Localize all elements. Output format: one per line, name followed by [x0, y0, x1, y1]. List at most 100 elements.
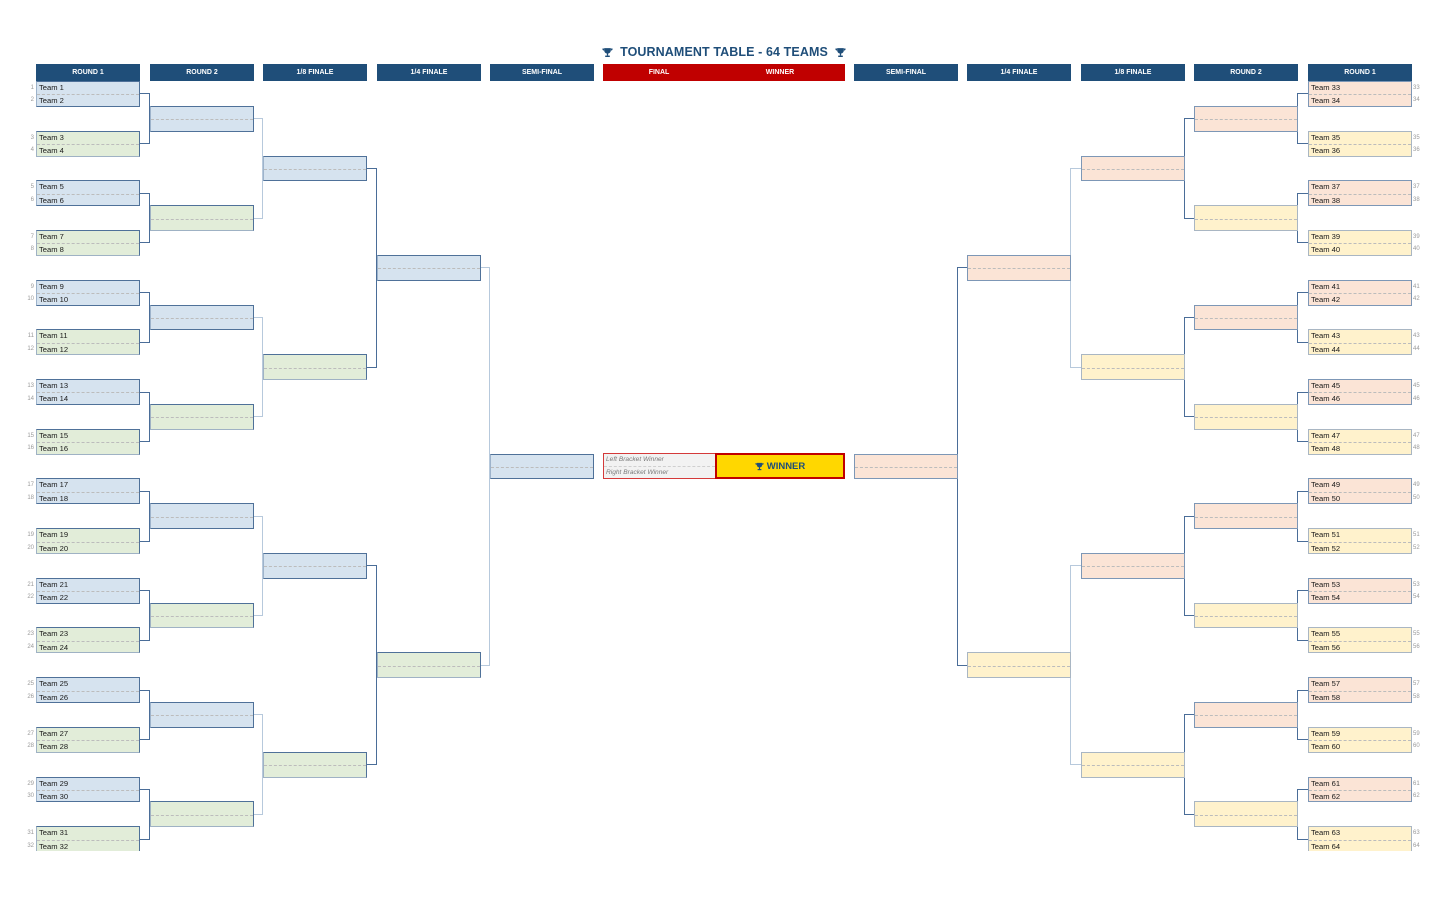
empty-slot[interactable]	[1082, 355, 1184, 367]
team-slot[interactable]: Team 19	[39, 530, 69, 540]
team-slot[interactable]: Team 40	[1309, 243, 1411, 255]
empty-slot[interactable]	[151, 206, 253, 218]
empty-slot[interactable]	[1195, 317, 1297, 330]
empty-slot[interactable]	[1082, 753, 1184, 765]
empty-slot[interactable]	[1195, 206, 1297, 218]
empty-slot[interactable]	[1082, 157, 1184, 169]
empty-slot[interactable]	[1082, 566, 1184, 578]
team-slot[interactable]: Team 26	[37, 690, 139, 703]
team-slot[interactable]: Team 50	[1309, 491, 1411, 504]
empty-slot[interactable]	[1195, 218, 1297, 231]
empty-slot[interactable]	[968, 256, 1070, 268]
empty-slot[interactable]	[968, 665, 1070, 678]
team-slot[interactable]: Team 23	[39, 629, 69, 639]
empty-slot[interactable]	[151, 616, 253, 628]
empty-slot[interactable]	[151, 317, 253, 330]
empty-slot[interactable]	[264, 753, 366, 765]
team-slot[interactable]: Team 14	[37, 392, 139, 404]
empty-slot[interactable]	[264, 367, 366, 380]
team-slot[interactable]: Team 39	[1311, 232, 1341, 242]
empty-slot[interactable]	[855, 455, 957, 467]
empty-slot[interactable]	[1195, 504, 1297, 516]
team-slot[interactable]: Team 10	[37, 293, 139, 305]
team-slot[interactable]: Team 48	[1309, 442, 1411, 454]
empty-slot[interactable]	[1195, 616, 1297, 628]
team-slot[interactable]: Team 32	[37, 839, 139, 851]
empty-slot[interactable]	[491, 467, 593, 479]
empty-slot[interactable]	[1195, 306, 1297, 318]
team-slot[interactable]: Team 38	[1309, 193, 1411, 206]
team-slot[interactable]: Team 46	[1309, 392, 1411, 404]
team-slot[interactable]: Team 34	[1309, 94, 1411, 106]
empty-slot[interactable]	[1082, 168, 1184, 181]
empty-slot[interactable]	[151, 802, 253, 814]
team-slot[interactable]: Team 2	[37, 94, 139, 106]
empty-slot[interactable]	[151, 405, 253, 417]
empty-slot[interactable]	[378, 256, 480, 268]
team-slot[interactable]: Team 60	[1309, 740, 1411, 752]
winner-box[interactable]: WINNER	[715, 453, 845, 479]
empty-slot[interactable]	[264, 554, 366, 566]
team-slot[interactable]: Team 61	[1311, 778, 1341, 788]
team-slot[interactable]: Team 45	[1311, 381, 1341, 391]
empty-slot[interactable]	[264, 157, 366, 169]
empty-slot[interactable]	[968, 653, 1070, 665]
empty-slot[interactable]	[151, 814, 253, 827]
empty-slot[interactable]	[151, 604, 253, 616]
empty-slot[interactable]	[1082, 765, 1184, 777]
team-slot[interactable]: Team 24	[37, 640, 139, 653]
team-slot[interactable]: Team 52	[1309, 541, 1411, 554]
empty-slot[interactable]	[1195, 417, 1297, 429]
team-slot[interactable]: Team 37	[1311, 182, 1341, 192]
empty-slot[interactable]	[151, 218, 253, 231]
empty-slot[interactable]	[151, 417, 253, 429]
empty-slot[interactable]	[1195, 516, 1297, 529]
empty-slot[interactable]	[151, 703, 253, 715]
team-slot[interactable]: Team 29	[39, 778, 69, 788]
team-slot[interactable]: Team 18	[37, 491, 139, 504]
final-right-bracket-winner[interactable]: Right Bracket Winner	[604, 466, 715, 479]
team-slot[interactable]: Team 36	[1309, 144, 1411, 156]
team-slot[interactable]: Team 54	[1309, 591, 1411, 603]
team-slot[interactable]: Team 12	[37, 342, 139, 355]
team-slot[interactable]: Team 28	[37, 740, 139, 752]
empty-slot[interactable]	[151, 119, 253, 131]
team-slot[interactable]: Team 49	[1311, 480, 1341, 490]
empty-slot[interactable]	[1195, 119, 1297, 131]
team-slot[interactable]: Team 15	[39, 430, 69, 440]
empty-slot[interactable]	[151, 516, 253, 529]
team-slot[interactable]: Team 42	[1309, 293, 1411, 305]
team-slot[interactable]: Team 58	[1309, 690, 1411, 703]
team-slot[interactable]: Team 57	[1311, 679, 1341, 689]
empty-slot[interactable]	[1082, 554, 1184, 566]
empty-slot[interactable]	[378, 665, 480, 678]
team-slot[interactable]: Team 27	[39, 728, 69, 738]
team-slot[interactable]: Team 41	[1311, 281, 1341, 291]
team-slot[interactable]: Team 53	[1311, 579, 1341, 589]
team-slot[interactable]: Team 47	[1311, 430, 1341, 440]
team-slot[interactable]: Team 56	[1309, 640, 1411, 653]
team-slot[interactable]: Team 17	[39, 480, 69, 490]
empty-slot[interactable]	[491, 455, 593, 467]
team-slot[interactable]: Team 63	[1311, 828, 1341, 838]
empty-slot[interactable]	[264, 168, 366, 181]
team-slot[interactable]: Team 5	[39, 182, 64, 192]
team-slot[interactable]: Team 3	[39, 132, 64, 142]
team-slot[interactable]: Team 55	[1311, 629, 1341, 639]
team-slot[interactable]: Team 13	[39, 381, 69, 391]
team-slot[interactable]: Team 25	[39, 679, 69, 689]
empty-slot[interactable]	[1195, 107, 1297, 119]
team-slot[interactable]: Team 35	[1311, 132, 1341, 142]
team-slot[interactable]: Team 51	[1311, 530, 1341, 540]
empty-slot[interactable]	[378, 268, 480, 280]
team-slot[interactable]: Team 4	[37, 144, 139, 156]
empty-slot[interactable]	[151, 504, 253, 516]
empty-slot[interactable]	[378, 653, 480, 665]
empty-slot[interactable]	[968, 268, 1070, 280]
empty-slot[interactable]	[151, 107, 253, 119]
team-slot[interactable]: Team 11	[39, 331, 68, 341]
team-slot[interactable]: Team 9	[39, 281, 64, 291]
empty-slot[interactable]	[855, 467, 957, 479]
final-left-bracket-winner[interactable]: Left Bracket Winner	[606, 456, 664, 463]
team-slot[interactable]: Team 1	[39, 83, 64, 92]
